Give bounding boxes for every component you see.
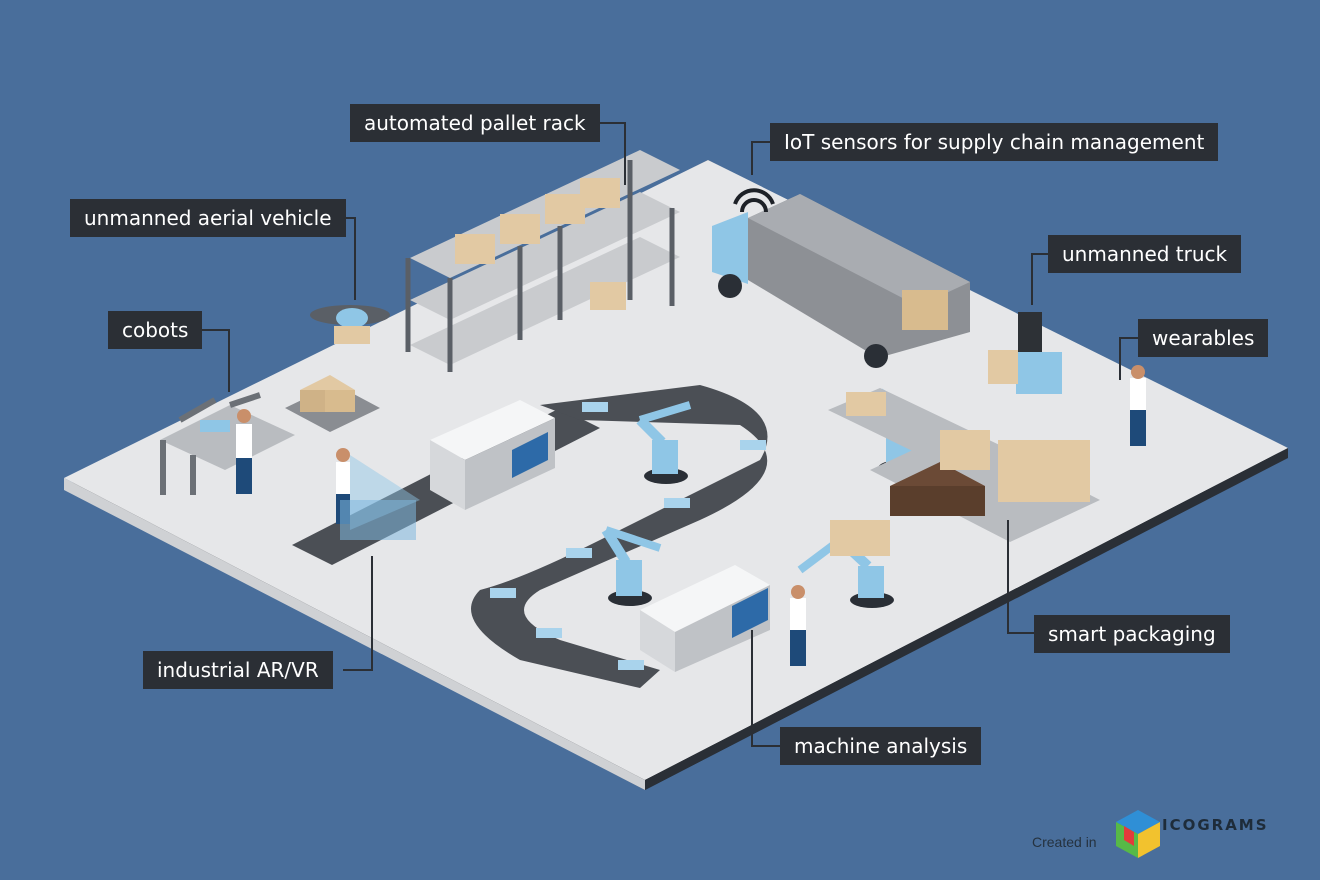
label-industrial-ar-vr: industrial AR/VR [143,651,333,689]
machine-unit-lower [640,565,770,672]
label-unmanned-truck: unmanned truck [1048,235,1242,273]
worker-figures [336,365,1146,666]
label-iot-sensors: IoT sensors for supply chain management [770,123,1219,161]
box-on-pallet-illustration [285,375,380,432]
label-automated-pallet-rack: automated pallet rack [350,104,600,142]
brand-name-text: ICOGRAMS [1162,816,1269,834]
pallet-rack-illustration [405,150,680,372]
icograms-logo-icon [1116,810,1160,858]
label-wearables: wearables [1138,319,1269,357]
packaging-area-illustration [828,388,1100,542]
label-machine-analysis: machine analysis [780,727,982,765]
drone-illustration [310,305,390,344]
forklift-illustration [988,312,1062,394]
label-smart-packaging: smart packaging [1034,615,1230,653]
label-unmanned-aerial-vehicle: unmanned aerial vehicle [70,199,346,237]
machine-unit-upper [430,400,555,510]
truck-illustration [712,188,970,368]
label-cobots: cobots [108,311,203,349]
brand-created-in-text: Created in [1032,834,1097,850]
cobot-station-illustration [160,392,295,495]
brand-watermark: Created in ICOGRAMS [1032,810,1302,866]
